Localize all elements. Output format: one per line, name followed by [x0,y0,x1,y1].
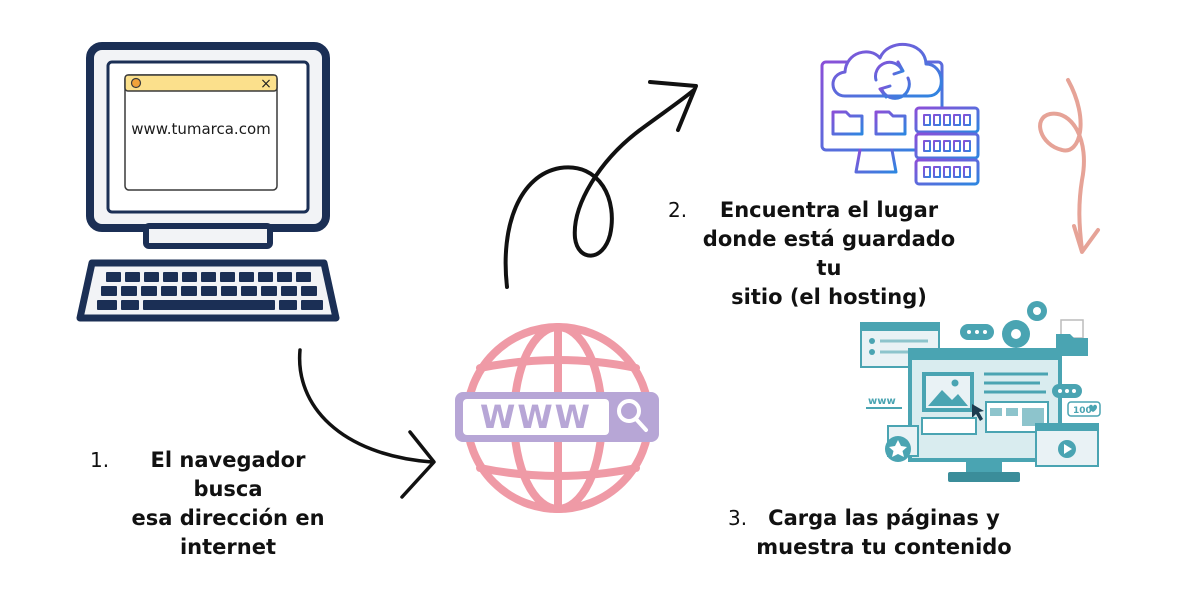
cloud-server-icon [820,43,980,186]
step-2: 2. Encuentra el lugar donde está guardad… [668,196,968,312]
step-1-number: 1. [90,448,110,472]
step-1: 1. El navegador busca esa dirección en i… [90,446,340,562]
step-3: 3. Carga las páginas y muestra tu conten… [728,504,1018,562]
chat-bubble-icon [960,324,994,340]
magnifier-icon [617,399,648,432]
arrow-to-hosting [503,80,698,289]
step-1-line-2: esa dirección en [131,506,325,530]
heart-icon [1089,404,1097,412]
arrow-to-globe [297,348,436,499]
step-2-number: 2. [668,198,688,222]
cursor-icon [972,404,984,421]
step-1-line-3: internet [179,535,277,559]
browser-url: www.tumarca.com [131,120,271,138]
likes-badge: 100 [1067,401,1101,417]
folder-icon [1056,319,1088,356]
gear-icon [1002,301,1047,348]
arrow-to-website [1038,78,1100,254]
star-icon [885,436,911,462]
www-label: WWW [480,398,592,436]
close-icon: × [260,76,272,92]
web-banner-label: www [868,396,896,407]
step-2-line-2: donde está guardado tu [702,227,956,280]
website-illustration: www 100 [860,301,1101,482]
step-2-line-3: sitio (el hosting) [731,285,927,309]
svg-text:100: 100 [1073,406,1092,416]
search-bar: WWW [455,392,659,442]
step-1-line-1: El navegador busca [150,448,306,501]
play-icon [1058,440,1076,458]
step-3-line-2: muestra tu contenido [756,535,1012,559]
window-dot-icon [130,77,142,89]
image-icon [922,372,974,412]
step-2-line-1: Encuentra el lugar [719,198,939,222]
step-3-line-1: Carga las páginas y [768,506,1000,530]
browser-window: × [124,74,278,191]
step-3-number: 3. [728,506,748,530]
chat-bubble-icon-2 [1052,384,1082,398]
